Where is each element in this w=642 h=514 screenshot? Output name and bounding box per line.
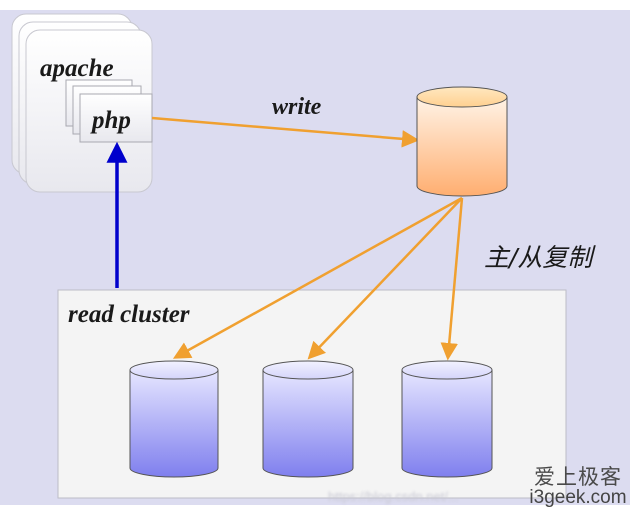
apache-label: apache — [40, 55, 114, 82]
slave-database-icon-3 — [401, 360, 493, 478]
blurred-url-watermark: https://blog.csdn.net/... — [328, 489, 459, 504]
watermark-domain: i3geek.com — [529, 487, 627, 509]
slave-database-icon-2 — [262, 360, 354, 478]
php-module-stack — [65, 79, 153, 143]
replication-arrow-1 — [172, 196, 463, 359]
read-cluster-label: read cluster — [68, 301, 190, 328]
site-watermark: 爱上极客 i3geek.com — [522, 466, 634, 508]
replication-label: 主/从复制 — [484, 243, 596, 272]
watermark-chinese: 爱上极客 — [534, 465, 622, 490]
write-label: write — [272, 94, 322, 120]
php-label: php — [90, 107, 131, 134]
write-arrow — [151, 116, 420, 148]
replication-arrow-2 — [307, 197, 463, 360]
master-database-icon — [416, 86, 508, 197]
slave-database-icon-1 — [129, 360, 219, 478]
replication-arrow-3 — [440, 197, 464, 361]
